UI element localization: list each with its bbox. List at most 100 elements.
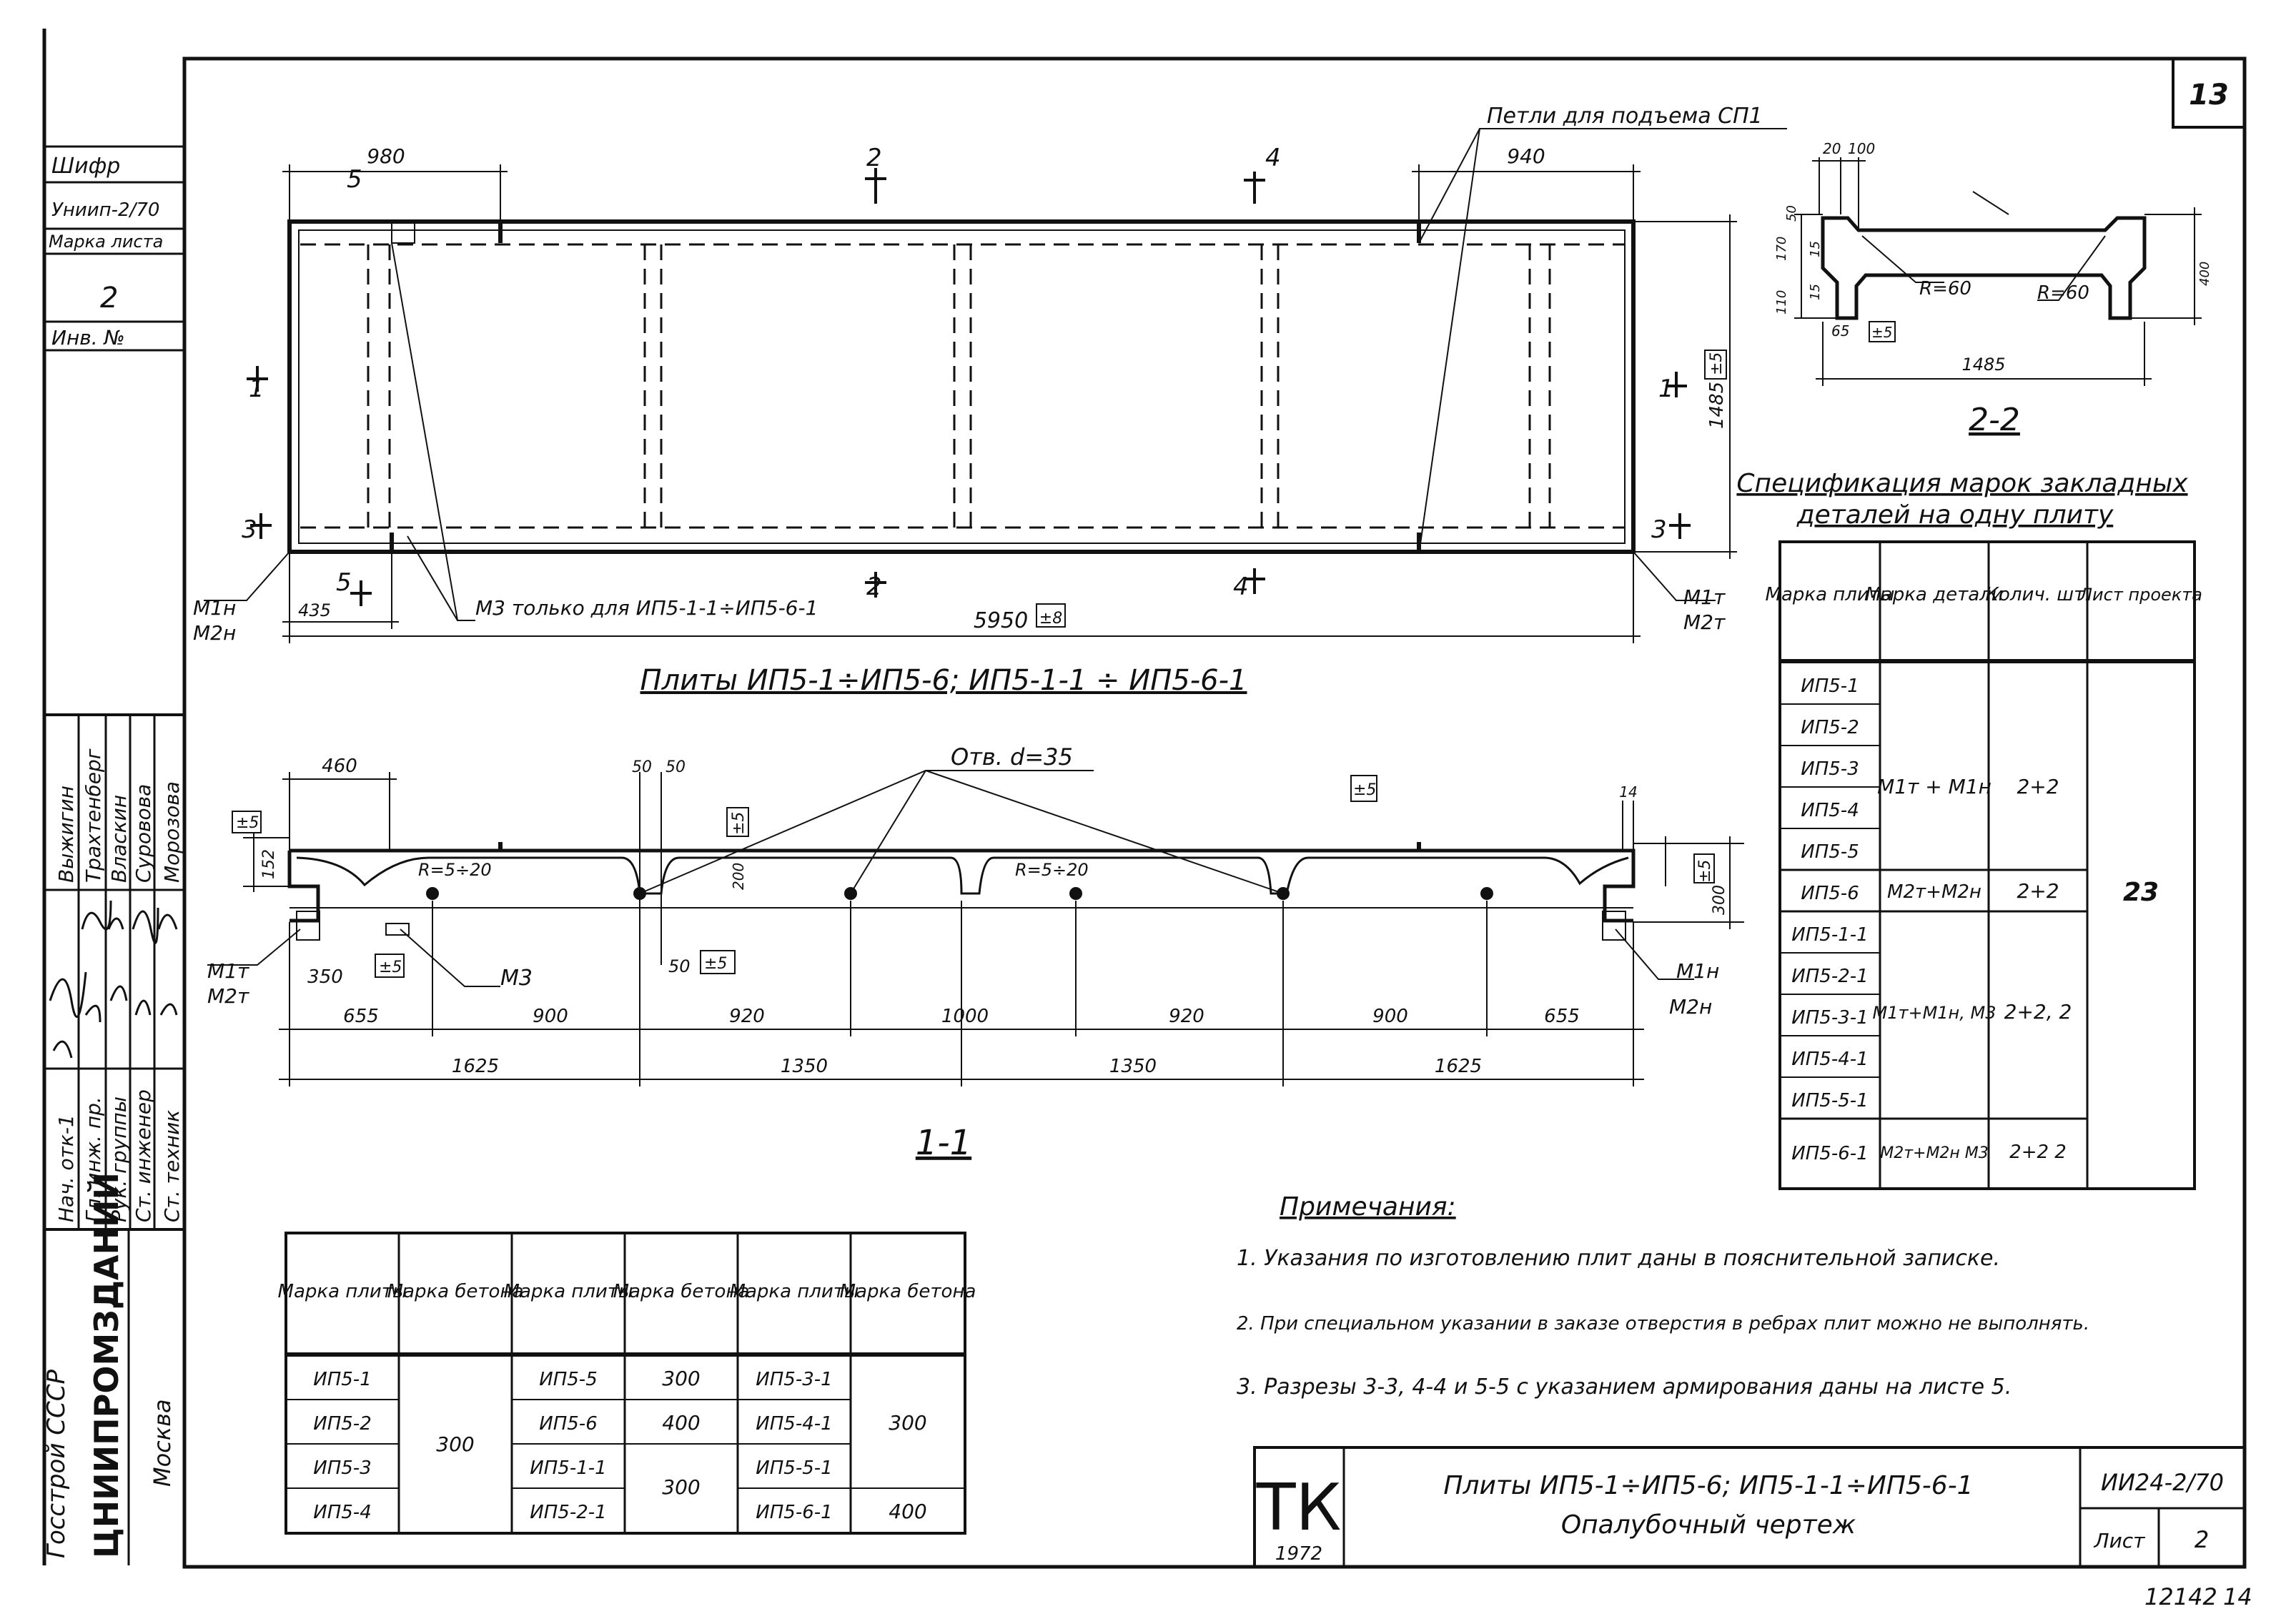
spec-plate-8: ИП5-2-1 [1791, 966, 1868, 987]
ct-c2-r1: ИП5-5 [539, 1369, 597, 1390]
cipher-value: Униип-2/70 [51, 199, 159, 221]
ct-header-6: Марка бетона [840, 1281, 976, 1302]
spec-plate-3: ИП5-3 [1801, 758, 1859, 780]
spec-title-1: Спецификация марок закладных [1736, 469, 2188, 498]
spec-plate-list: ИП5-1 ИП5-2 ИП5-3 ИП5-4 ИП5-5 ИП5-6 ИП5-… [1791, 675, 1868, 1164]
sec11-dim-50a: 50 [632, 758, 652, 776]
spec-group4-qty: 2+2 2 [2009, 1142, 2067, 1163]
spec-group4-detail: М2т+М2н М3 [1880, 1144, 1989, 1162]
plan-mark-1r: 1 [1658, 375, 1674, 403]
sec11-dim-14: 14 [1619, 783, 1637, 801]
spec-plate-10: ИП5-4-1 [1791, 1049, 1868, 1070]
sec22-dim-15a: 15 [1808, 241, 1823, 257]
name-2: Трахтенберг [81, 748, 105, 883]
sheet-number: 13 [2189, 79, 2229, 112]
sec22-dim-1485: 1485 [1961, 355, 2005, 375]
note-2: 2. При специальном указании в заказе отв… [1237, 1313, 2089, 1335]
ct-c3-r1: ИП5-3-1 [756, 1369, 832, 1390]
spec-group3-detail: М1т+М1н, М3 [1873, 1003, 1997, 1023]
spec-plate-1: ИП5-1 [1801, 675, 1859, 697]
title-line1: Плиты ИП5-1÷ИП5-6; ИП5-1-1÷ИП5-6-1 [1443, 1471, 1973, 1500]
sec11-r1-4: 1000 [941, 1006, 989, 1027]
side-stamp [42, 29, 184, 1565]
sec11-r1-5: 920 [1169, 1006, 1204, 1027]
sec11-r1-2: 900 [533, 1006, 568, 1027]
ct-c1-grade: 300 [436, 1432, 474, 1456]
role-5: Ст. техник [160, 1110, 184, 1222]
sec11-radius-mid: R=5÷20 [1015, 860, 1089, 880]
sec11-h152: 152 [260, 849, 278, 879]
sec22-r-right: R=60 [2037, 282, 2089, 304]
sec11-tol-1: ±5 [379, 959, 402, 976]
spec-plate-2: ИП5-2 [1801, 717, 1859, 738]
sec11-dim-50b: 50 [666, 758, 686, 776]
title-sheet-label: Лист [2094, 1529, 2146, 1553]
sec11-r1-1: 655 [343, 1006, 379, 1027]
plan-title: Плиты ИП5-1÷ИП5-6; ИП5-1-1 ÷ ИП5-6-1 [640, 664, 1247, 697]
ct-header-5: Марка плиты [730, 1281, 859, 1302]
sec22-dim-65: 65 [1831, 322, 1849, 340]
spec-plate-7: ИП5-1-1 [1791, 924, 1868, 946]
sec11-rib-50: 50 [668, 956, 691, 976]
plan-dim-left-top: 980 [367, 144, 405, 168]
sec22-dim-15b: 15 [1808, 284, 1823, 300]
spec-table [1778, 540, 2196, 1190]
plan-mark-3r: 3 [1651, 515, 1667, 544]
role-3: Рук. группы [107, 1096, 131, 1222]
ct-c3-r4: ИП5-6-1 [756, 1502, 832, 1523]
bottom-number: 12142 [2144, 1583, 2217, 1610]
sec22-dim-170: 170 [1774, 237, 1789, 261]
sec11-r1-3: 920 [729, 1006, 765, 1027]
sec11-r1-6: 900 [1372, 1006, 1408, 1027]
ct-header-2: Марка бетона [387, 1281, 524, 1302]
folder-value: 2 [100, 282, 118, 315]
note-1: 1. Указания по изготовлению плит даны в … [1237, 1246, 2000, 1271]
name-1: Выжигин [54, 786, 78, 883]
title-logo: ТК [1256, 1470, 1342, 1545]
section-2-2-view [1794, 157, 2202, 386]
sec22-title: 2-2 [1969, 402, 2020, 438]
spec-plate-5: ИП5-5 [1801, 841, 1859, 863]
plan-m3-note: М3 только для ИП5-1-1÷ИП5-6-1 [475, 596, 818, 620]
sec22-r-left: R=60 [1919, 278, 1971, 299]
concrete-table [284, 1232, 966, 1535]
sec22-dim-100: 100 [1848, 140, 1875, 157]
role-4: Ст. инженер [132, 1089, 155, 1222]
sheet-frame [182, 56, 2247, 1569]
org-institute: ЦНИИПРОМЗДАНИЙ [87, 1172, 126, 1558]
sheet-number-box [2172, 59, 2245, 129]
sec11-r2-1: 1350 [781, 1056, 828, 1077]
plan-mark-5b: 5 [336, 568, 352, 597]
title-block [1253, 1446, 2246, 1568]
ct-header-3: Марка плиты [504, 1281, 633, 1302]
plan-dim-length-tol: ±8 [1039, 610, 1062, 628]
sec22-dim-400: 400 [2197, 262, 2212, 286]
spec-plate-12: ИП5-6-1 [1791, 1143, 1868, 1164]
ct-c1-r4: ИП5-4 [313, 1502, 371, 1523]
ct-c2-grade-3: 300 [662, 1475, 700, 1499]
cipher-label: Шифр [51, 154, 120, 179]
spec-group1-qty: 2+2 [2017, 775, 2059, 798]
sec11-dim-460: 460 [322, 756, 357, 777]
spec-group3-qty: 2+2, 2 [2004, 1000, 2072, 1024]
plan-dim-length: 5950 [974, 608, 1028, 633]
plan-lifting-loops: Петли для подъема СП1 [1487, 104, 1763, 129]
sec11-tol-2: ±5 [704, 955, 727, 973]
ct-c2-r4: ИП5-2-1 [530, 1502, 606, 1523]
sec11-h200: 200 [730, 863, 747, 890]
sec11-tol-5: ±5 [1696, 860, 1714, 883]
title-line2: Опалубочный чертеж [1561, 1510, 1856, 1540]
sec22-dim-110: 110 [1774, 290, 1789, 315]
bottom-page: 14 [2223, 1583, 2252, 1610]
plan-mark-3l: 3 [242, 515, 257, 544]
title-year: 1972 [1275, 1543, 1322, 1565]
sec11-left-mark-2: М2т [207, 984, 249, 1008]
ct-header-4: Марка бетона [613, 1281, 750, 1302]
ct-c3-r3: ИП5-5-1 [756, 1457, 832, 1479]
ct-c2-r3: ИП5-1-1 [530, 1457, 606, 1479]
concrete-headers: Марка плиты Марка бетона Марка плиты Мар… [278, 1281, 976, 1302]
note-3: 3. Разрезы 3-3, 4-4 и 5-5 с указанием ар… [1237, 1375, 2012, 1400]
spec-header-detail: Марка детали [1865, 584, 2003, 605]
spec-group2-qty: 2+2 [2017, 879, 2059, 903]
